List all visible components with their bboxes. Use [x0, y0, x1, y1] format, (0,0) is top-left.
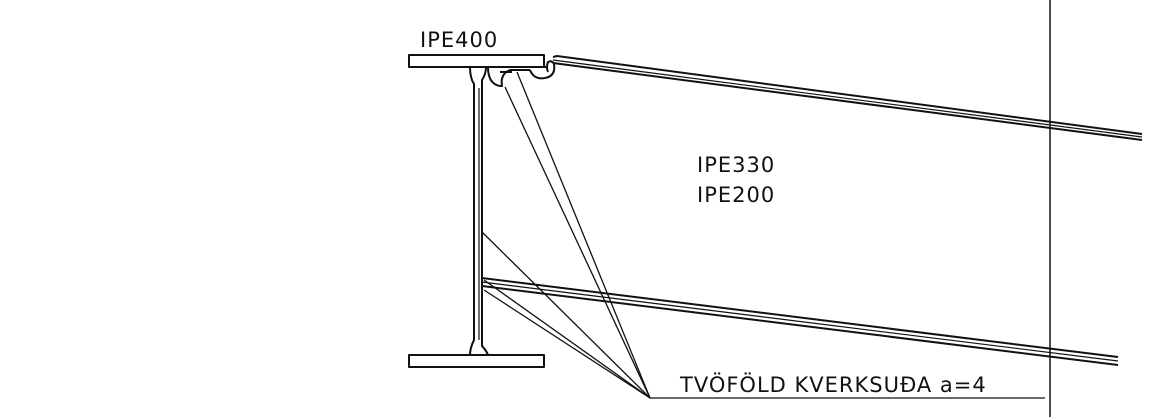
leader-line	[481, 231, 651, 399]
leader-line	[483, 279, 651, 399]
column-web	[469, 66, 489, 356]
column-bottom-flange	[408, 354, 545, 368]
lower-beam-flange	[481, 277, 1119, 366]
column-top-flange	[408, 54, 545, 68]
leader-line	[483, 289, 651, 399]
weld-note-label: TVÖFÖLD KVERKSUÐA a=4	[679, 372, 987, 397]
upper-beam-flange	[552, 55, 1143, 141]
weld-bead-top	[529, 60, 556, 80]
leader-line	[504, 86, 651, 399]
leader-line	[516, 71, 651, 399]
column-profile-label: IPE400	[420, 28, 498, 52]
beam-profile-label-2: IPE200	[697, 183, 775, 207]
ipe400-column	[408, 54, 545, 368]
weld-leader-lines	[481, 71, 1045, 399]
beam-profile-label-1: IPE330	[697, 153, 775, 177]
